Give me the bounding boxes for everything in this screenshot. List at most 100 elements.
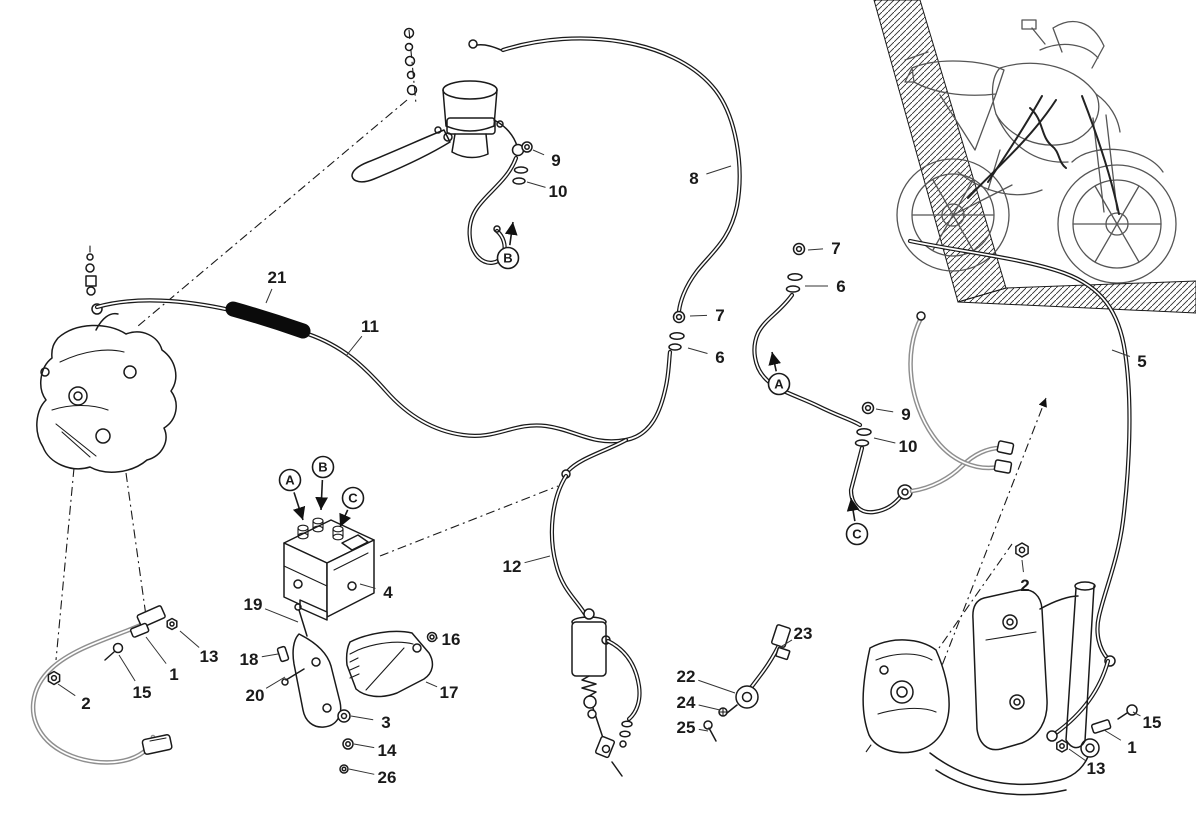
abs-modulator-unit (276, 517, 438, 774)
part-callout-26: 26 (378, 768, 397, 787)
bolt-14 (342, 738, 354, 750)
line-connector (897, 484, 913, 500)
svg-text:A: A (285, 473, 295, 488)
callout-leader-22 (698, 679, 736, 694)
callout-leader-21 (265, 288, 273, 304)
part-callout-5: 5 (1137, 352, 1146, 371)
screw-25 (703, 720, 713, 730)
bolt-7 (672, 310, 686, 324)
front-brake-line-8 (503, 38, 740, 311)
center-junction-fittings (668, 310, 686, 351)
callout-leader-6 (687, 347, 708, 354)
svg-text:B: B (318, 460, 327, 475)
rear-brake-caliper (862, 542, 1100, 796)
callout-leader-25 (698, 728, 709, 732)
rear-brake-line-12 (552, 476, 589, 621)
callout-leader-14 (353, 743, 375, 749)
caliper-carrier (972, 588, 1048, 751)
front-sensor-cable (33, 605, 178, 762)
grommet-18 (276, 645, 290, 663)
rear-brake-line-5 (910, 241, 1138, 753)
flow-marker-A: A (767, 351, 791, 396)
part-callout-21: 21 (268, 268, 287, 287)
callout-leader-15 (118, 654, 136, 682)
nut-13 (166, 617, 178, 631)
washer-10 (856, 428, 872, 436)
part-callout-11: 11 (361, 317, 379, 336)
cable-connector (141, 734, 173, 755)
part-callout-25: 25 (677, 718, 696, 737)
nut-26 (339, 764, 349, 774)
part-callout-7: 7 (831, 239, 840, 258)
pin-19 (298, 609, 308, 637)
callout-leader-10 (873, 437, 896, 444)
callout-leader-15 (1132, 711, 1141, 717)
part-callout-18: 18 (240, 650, 259, 669)
callout-leader-5 (1111, 349, 1130, 357)
svg-text:C: C (348, 491, 358, 506)
callout-leader-17 (425, 681, 438, 688)
nut-2 (1015, 542, 1029, 558)
pin-20 (285, 668, 305, 681)
part-callout-23: 23 (794, 624, 813, 643)
part-callout-8: 8 (689, 169, 698, 188)
part-callout-6: 6 (836, 277, 845, 296)
part-callout-20: 20 (246, 686, 265, 705)
flow-marker-C: C (845, 497, 869, 546)
cable-connector (136, 605, 166, 628)
callout-leader-20 (265, 676, 286, 689)
brake-lever (351, 129, 451, 183)
bolt-16 (426, 631, 438, 643)
fitting-1 (1090, 719, 1112, 734)
rear-master-cylinder (571, 608, 640, 777)
part-callout-12: 12 (503, 557, 522, 576)
callout-leader-18 (261, 653, 279, 658)
callout-leader-13 (179, 630, 200, 648)
callout-leader-9 (875, 408, 894, 413)
callout-leader-7 (689, 314, 708, 317)
part-callout-14: 14 (378, 741, 397, 760)
part-callout-1: 1 (169, 665, 178, 684)
front-master-cylinder (351, 27, 533, 263)
nut-2 (47, 670, 61, 686)
washer-10 (513, 166, 529, 174)
part-callout-4: 4 (383, 583, 393, 602)
callout-leader-10 (526, 181, 546, 188)
banjo-bolt-9 (521, 141, 533, 153)
callout-leader-12 (524, 555, 551, 564)
svg-text:C: C (852, 527, 862, 542)
part-callout-13: 13 (1087, 759, 1106, 778)
part-callout-17: 17 (440, 683, 459, 702)
bolt-3 (337, 709, 351, 723)
hose-sleeve-21 (225, 301, 311, 339)
callout-leader-19 (264, 608, 299, 623)
part-callout-1: 1 (1127, 738, 1136, 757)
part-callout-2: 2 (81, 694, 90, 713)
callout-leader-1 (145, 636, 167, 664)
motorcycle-thumbnail (896, 19, 1177, 284)
callout-leader-1 (1103, 729, 1122, 741)
callout-leader-11 (345, 335, 363, 357)
upper-right-fittings-and-hose (754, 242, 1015, 513)
flow-marker-A: A (278, 468, 306, 521)
abs-mount-plate (292, 633, 342, 728)
svg-text:B: B (503, 251, 512, 266)
callout-leader-13 (1068, 748, 1086, 761)
part-callout-9: 9 (901, 405, 910, 424)
flow-marker-C: C (339, 486, 365, 528)
callout-layer: 9108211176765910412213115219182016173142… (57, 149, 1162, 787)
callout-leader-2 (1021, 559, 1024, 573)
part-callout-22: 22 (677, 667, 696, 686)
part-callout-15: 15 (1143, 713, 1162, 732)
rear-speed-sensor-assembly (703, 624, 791, 742)
bolt-7 (792, 242, 806, 256)
flow-marker-B: B (496, 221, 520, 270)
fitting-1 (129, 622, 150, 638)
callout-leader-24 (698, 704, 721, 711)
part-callout-19: 19 (244, 595, 263, 614)
location-thumbnail-frame (873, 0, 1196, 314)
callout-leader-3 (350, 715, 374, 721)
nut-13 (1056, 739, 1068, 753)
part-callout-9: 9 (551, 151, 560, 170)
